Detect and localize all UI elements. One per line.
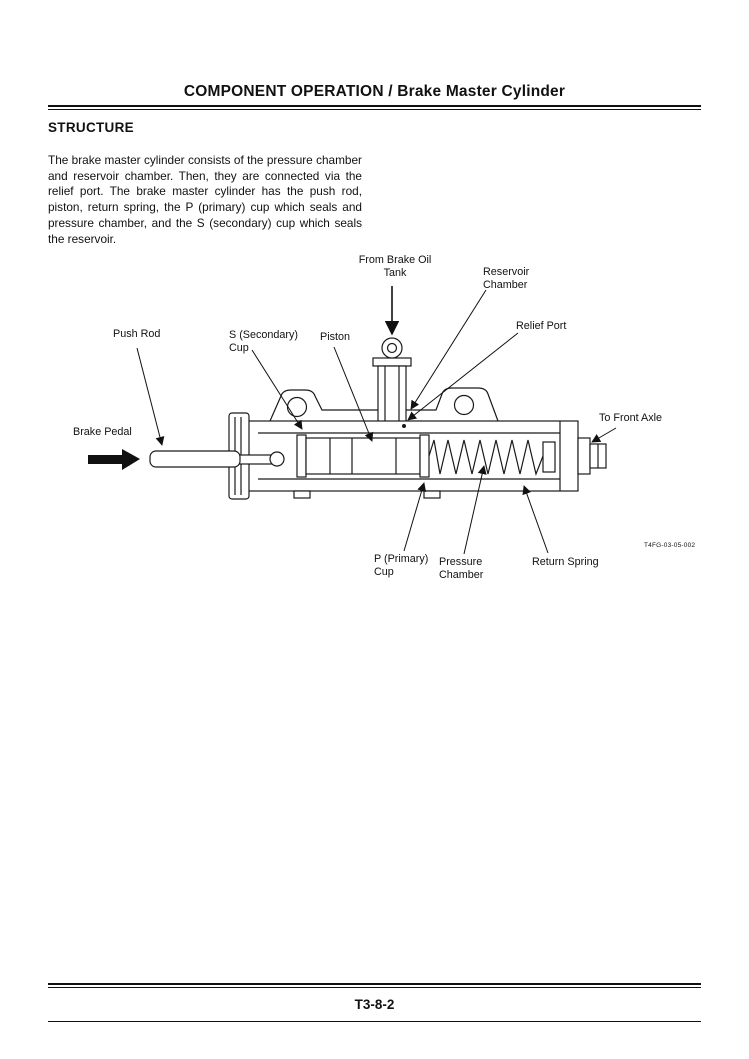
page-title: COMPONENT OPERATION / Brake Master Cylin…: [183, 83, 566, 100]
leader-pressure-chamber: [463, 465, 487, 555]
piston-assembly-shape: [296, 434, 556, 478]
label-reservoir-chamber: Reservoir Chamber: [483, 266, 530, 291]
label-return-spring: Return Spring: [532, 556, 599, 568]
leader-relief-port: [407, 332, 519, 421]
primary-cup-shape: [419, 434, 430, 478]
push-rod-shape: [149, 412, 285, 500]
piston-shape: [305, 437, 421, 475]
leader-reservoir-chamber: [410, 289, 487, 410]
return-spring-shape: [428, 439, 544, 477]
label-to-front-axle: To Front Axle: [599, 412, 663, 424]
body-paragraph: The brake master cylinder consists of th…: [48, 153, 362, 246]
label-brake-pedal: Brake Pedal: [73, 426, 132, 438]
outlet-step: [577, 437, 591, 475]
leader-arrows: [88, 286, 617, 555]
mounting-ear-hole: [453, 394, 475, 416]
leader-push-rod: [136, 347, 165, 446]
leader-primary-cup: [403, 482, 427, 552]
figure-code: T4FG-03-05-002: [644, 542, 696, 549]
label-from-brake-oil-tank: From Brake Oil Tank: [358, 254, 432, 279]
footer-rule-top: [48, 983, 701, 988]
relief-port-hole: [402, 424, 406, 428]
label-pressure-chamber: Pressure Chamber: [439, 556, 484, 581]
spring-seat-shape: [542, 441, 556, 473]
header-rule: [48, 105, 701, 110]
page-number: T3-8-2: [354, 997, 395, 1012]
label-piston: Piston: [320, 331, 351, 343]
label-relief-port: Relief Port: [516, 320, 567, 332]
mounting-ear-hole: [286, 396, 308, 418]
label-secondary-cup: S (Secondary) Cup: [229, 329, 299, 354]
footer-rule-bottom: [48, 1021, 701, 1022]
section-heading: STRUCTURE: [48, 120, 134, 135]
label-primary-cup: P (Primary) Cup: [374, 553, 429, 578]
secondary-cup-shape: [296, 434, 307, 478]
label-push-rod: Push Rod: [113, 328, 161, 340]
leader-piston: [333, 346, 374, 442]
leader-return-spring: [522, 485, 549, 554]
leader-to-front-axle: [591, 427, 617, 443]
leader-secondary-cup: [251, 349, 303, 430]
brake-pedal-arrow-icon: [88, 449, 140, 470]
